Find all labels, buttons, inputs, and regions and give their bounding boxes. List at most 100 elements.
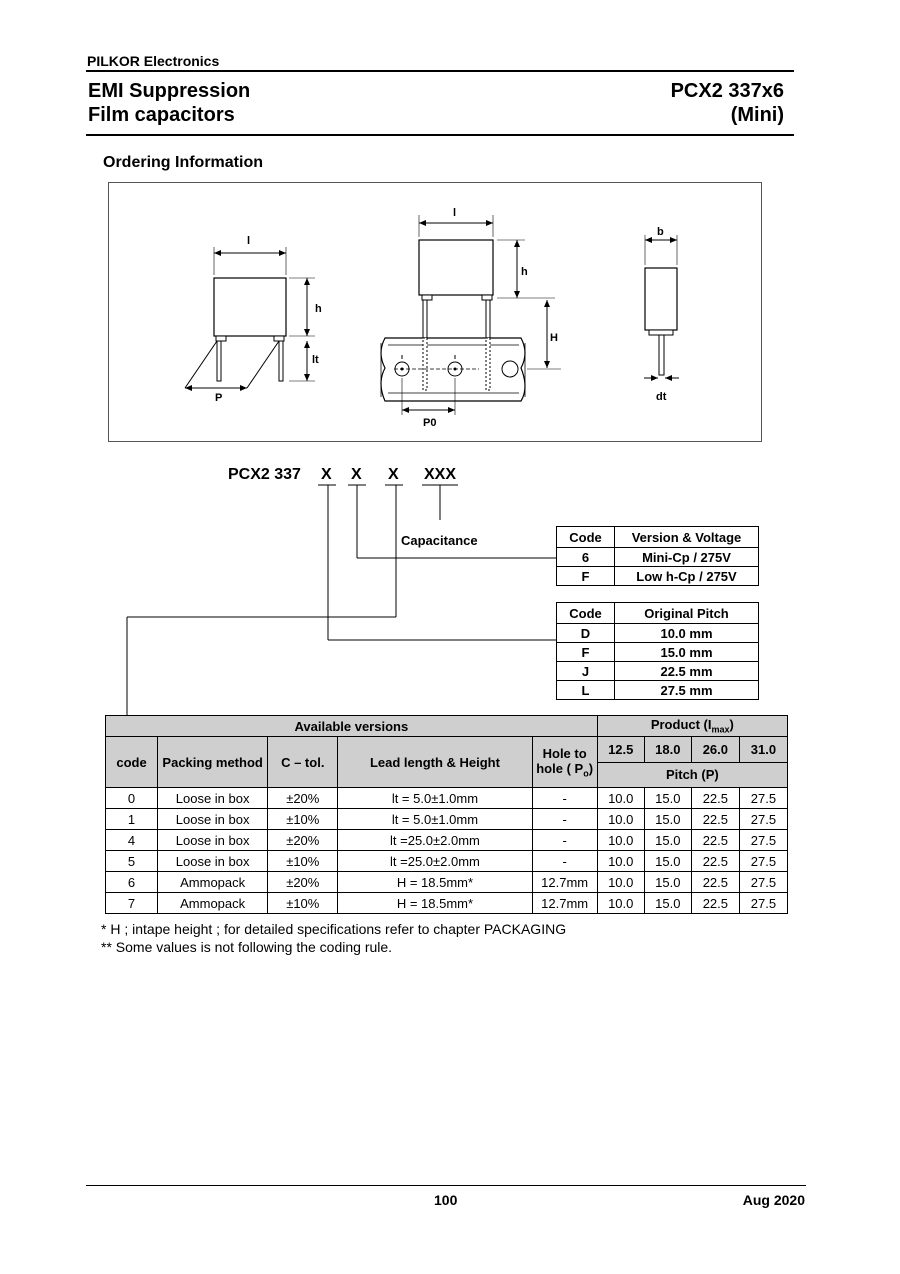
size-26-0: 26.0 (690, 736, 740, 763)
table-cell: 10.0 (596, 850, 645, 872)
table-cell: Loose in box (157, 850, 269, 872)
pitch-value: 27.5 mm (614, 680, 759, 700)
table-cell: ±20% (267, 829, 339, 851)
table-cell: 10.0 (596, 808, 645, 830)
label-lt: lt (312, 354, 319, 366)
ammopack-capacitor-drawing: l h H P0 (380, 207, 561, 429)
table-cell: 27.5 (738, 829, 789, 851)
table-cell: - (531, 808, 598, 830)
size-18-0: 18.0 (643, 736, 692, 763)
footer-rule (86, 1185, 806, 1186)
pitch-code: F (556, 642, 615, 662)
version-code: F (556, 566, 615, 586)
col-code: code (104, 736, 159, 788)
table-cell: 7 (104, 892, 159, 914)
footnote-1: * H ; intape height ; for detailed speci… (101, 921, 567, 937)
table-cell: - (531, 787, 598, 809)
version-header-voltage: Version & Voltage (614, 526, 759, 548)
table-cell: 15.0 (643, 808, 692, 830)
page-number: 100 (434, 1192, 458, 1208)
table-cell: 4 (104, 829, 159, 851)
table-cell: H = 18.5mm* (337, 892, 533, 914)
table-cell: ±20% (267, 787, 339, 809)
table-cell: 10.0 (596, 871, 645, 893)
table-cell: 5 (104, 850, 159, 872)
table-cell: ±10% (267, 808, 339, 830)
col-ctol: C – tol. (267, 736, 339, 788)
table-cell: 6 (104, 871, 159, 893)
table-cell: - (531, 850, 598, 872)
version-value: Mini-Cp / 275V (614, 547, 759, 567)
section-title: Ordering Information (103, 154, 263, 171)
table-cell: 22.5 (690, 808, 740, 830)
table-cell: Ammopack (157, 871, 269, 893)
table-row: 6 Mini-Cp / 275V (556, 547, 759, 567)
company-name: PILKOR Electronics (87, 53, 220, 69)
pitch-value: 10.0 mm (614, 623, 759, 643)
table-cell: 15.0 (643, 892, 692, 914)
code-xxx: XXX (424, 466, 456, 483)
table-row: F Low h-Cp / 275V (556, 566, 759, 586)
table-cell: 10.0 (596, 787, 645, 809)
title-rule (86, 134, 794, 136)
table-row: D 10.0 mm (556, 623, 759, 643)
table-cell: Ammopack (157, 892, 269, 914)
table-cell: 22.5 (690, 829, 740, 851)
table-cell: 27.5 (738, 871, 789, 893)
table-cell: ±10% (267, 892, 339, 914)
size-31-0: 31.0 (738, 736, 789, 763)
version-header-code: Code (556, 526, 615, 548)
table-cell: ±20% (267, 871, 339, 893)
col-hole-close: ) (588, 760, 594, 776)
available-versions-table: Available versions Product (Imax) code P… (104, 715, 789, 914)
table-cell: 22.5 (690, 892, 740, 914)
label-p0: P0 (423, 417, 436, 429)
product-sub: max (711, 724, 730, 735)
col-hole-label: Hole to hole ( P (536, 745, 587, 776)
code-x2: X (351, 466, 362, 483)
pitch-code: D (556, 623, 615, 643)
table-cell: 27.5 (738, 808, 789, 830)
label-h-tape: H (550, 332, 558, 344)
table-cell: 10.0 (596, 892, 645, 914)
pitch-code: J (556, 661, 615, 681)
table-cell: Loose in box (157, 787, 269, 809)
pitch-value: 15.0 mm (614, 642, 759, 662)
table-cell: 15.0 (643, 871, 692, 893)
title-line-2: Film capacitors (88, 104, 235, 126)
table-cell: H = 18.5mm* (337, 871, 533, 893)
table-cell: 0 (104, 787, 159, 809)
table-cell: 15.0 (643, 829, 692, 851)
table-cell: - (531, 829, 598, 851)
table-cell: lt =25.0±2.0mm (337, 850, 533, 872)
loose-capacitor-drawing: l h lt P (184, 235, 322, 404)
pitch-table: Code Original Pitch D 10.0 mm F 15.0 mm … (556, 602, 759, 700)
col-packing: Packing method (157, 736, 269, 788)
product-label: Product (I (650, 717, 712, 733)
label-p: P (215, 392, 222, 404)
table-cell: 10.0 (596, 829, 645, 851)
table-cell: 27.5 (738, 850, 789, 872)
table-cell: ±10% (267, 850, 339, 872)
footnote-2: ** Some values is not following the codi… (101, 939, 393, 955)
table-cell: 22.5 (690, 871, 740, 893)
product-header: Product (Imax) (596, 715, 789, 737)
label-b: b (657, 226, 664, 238)
footer-date: Aug 2020 (742, 1192, 805, 1208)
capacitance-label: Capacitance (401, 533, 478, 548)
version-value: Low h-Cp / 275V (614, 566, 759, 586)
size-12-5: 12.5 (596, 736, 645, 763)
pitch-code: L (556, 680, 615, 700)
code-x3: X (388, 466, 399, 483)
version-voltage-table: Code Version & Voltage 6 Mini-Cp / 275V … (556, 526, 759, 586)
table-cell: 15.0 (643, 850, 692, 872)
pitch-header-pitch: Original Pitch (614, 602, 759, 624)
table-cell: Loose in box (157, 808, 269, 830)
code-prefix: PCX2 337 (228, 466, 301, 483)
footnotes: * H ; intape height ; for detailed speci… (101, 920, 566, 956)
code-x1: X (321, 466, 332, 483)
col-hole-sub: o (583, 768, 589, 779)
table-cell: 22.5 (690, 787, 740, 809)
table-cell: 12.7mm (531, 871, 598, 893)
